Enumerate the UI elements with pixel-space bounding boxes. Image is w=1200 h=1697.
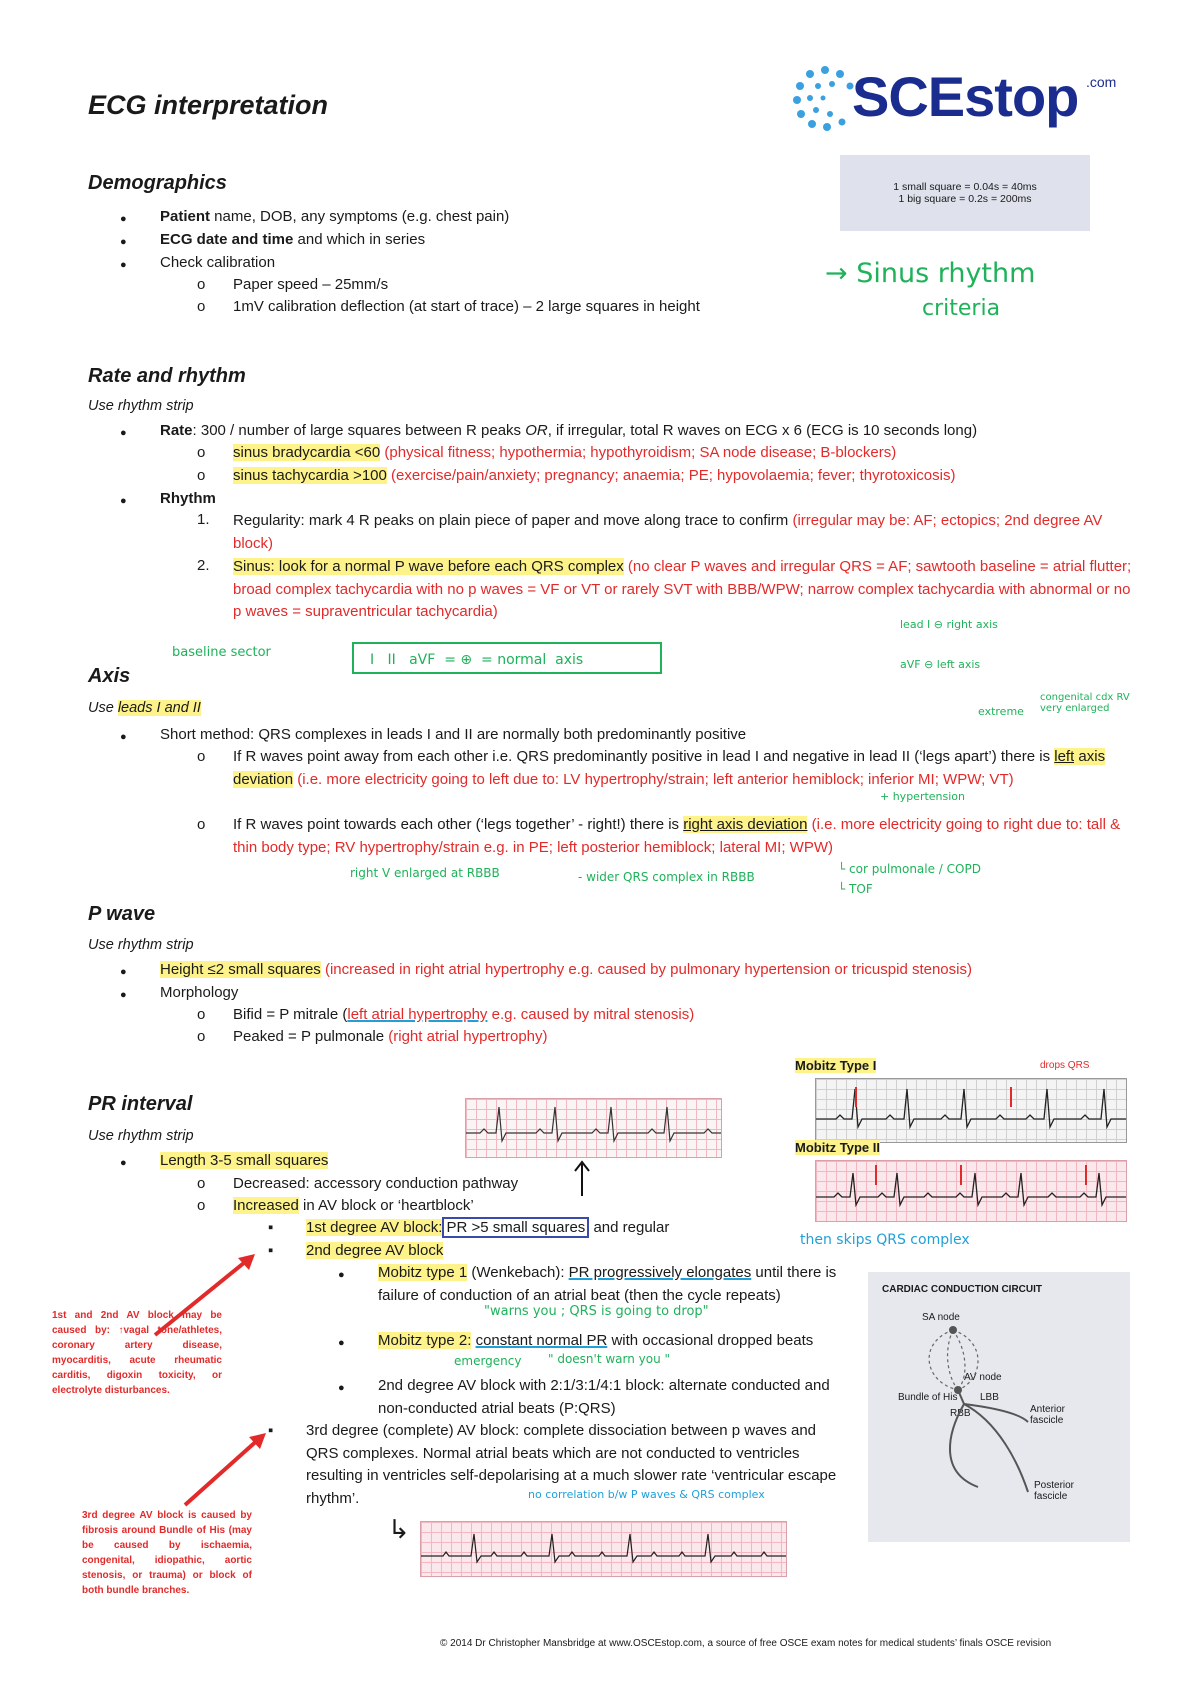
info-line-2: 1 big square = 0.2s = 200ms xyxy=(898,193,1032,205)
pr-ecg-strip xyxy=(465,1098,722,1158)
pr-increased: Increased in AV block or ‘heartblock’ xyxy=(197,1195,474,1217)
label-av-node: AV node xyxy=(964,1372,1002,1383)
p-pulmonale: Peaked = P pulmonale (right atrial hyper… xyxy=(197,1026,547,1048)
heading-rate-rhythm: Rate and rhythm xyxy=(88,365,246,387)
hw-hypertension: + hypertension xyxy=(880,790,966,803)
p-mitrale: Bifid = P mitrale (left atrial hypertrop… xyxy=(197,1004,694,1026)
axis-use: Use leads I and II xyxy=(88,700,201,716)
tachycardia-item: sinus tachycardia >100 (exercise/pain/an… xyxy=(197,465,955,487)
label-anterior-fascicle: Anterior fascicle xyxy=(1030,1404,1066,1426)
logo-dots-icon xyxy=(793,66,854,131)
note-av-block-causes: 1st and 2nd AV block may be caused by: ↑… xyxy=(52,1310,222,1396)
pr-decreased: Decreased: accessory conduction pathway xyxy=(197,1173,518,1195)
logo-text: SCEstop xyxy=(852,65,1079,128)
calibration-deflection: 1mV calibration deflection (at start of … xyxy=(197,296,700,318)
pwave-morphology: Morphology xyxy=(120,982,239,1006)
label-bundle-his: Bundle of His xyxy=(898,1392,958,1403)
hw-cor-pulmonale: └ cor pulmonale / COPD xyxy=(838,862,981,876)
hw-tof: └ TOF xyxy=(838,882,873,896)
heading-demographics: Demographics xyxy=(88,172,227,194)
hw-drops-qrs: drops QRS xyxy=(1040,1060,1090,1071)
right-axis-item: If R waves point towards each other (‘le… xyxy=(197,814,1128,859)
red-arrow-upper-icon xyxy=(153,1254,255,1337)
hw-baseline: baseline sector xyxy=(172,645,271,660)
hw-mobitz2: Mobitz Type II xyxy=(795,1140,880,1155)
rhythm-num-1: 1. xyxy=(197,511,210,528)
hw-then-skips: then skips QRS complex xyxy=(800,1232,970,1248)
demographics-bullet-1: Patient name, DOB, any symptoms (e.g. ch… xyxy=(120,206,509,230)
bradycardia-item: sinus bradycardia <60 (physical fitness;… xyxy=(197,442,896,464)
hw-congenital: congenital cdx RV very enlarged xyxy=(1040,692,1130,714)
label-posterior-fascicle: Posterior fascicle xyxy=(1034,1480,1075,1502)
square-scale-box: 1 small square = 0.04s = 40ms 1 big squa… xyxy=(840,155,1090,231)
conduction-title: CARDIAC CONDUCTION CIRCUIT xyxy=(882,1284,1042,1295)
pr-use: Use rhythm strip xyxy=(88,1128,194,1144)
mobitz1-item: Mobitz type 1 (Wenkebach): PR progressiv… xyxy=(338,1262,848,1307)
hw-normal-axis-box: I II aVF = ⊕ = normal axis xyxy=(352,642,662,674)
hw-no-correlation: no correlation b/w P waves & QRS complex xyxy=(528,1488,765,1501)
rhythm-bullet: Rhythm xyxy=(120,488,216,512)
calibration-paper-speed: Paper speed – 25mm/s xyxy=(197,274,388,296)
page-title: ECG interpretation xyxy=(88,90,329,120)
conduction-diagram: CARDIAC CONDUCTION CIRCUIT SA node AV no… xyxy=(868,1272,1130,1542)
hw-sinus-rhythm: → Sinus rhythm xyxy=(825,258,1036,289)
hw-mobitz1: Mobitz Type I xyxy=(795,1058,877,1073)
rate-bullet: Rate: 300 / number of large squares betw… xyxy=(120,420,977,444)
conduction-paths-icon xyxy=(928,1326,1029,1493)
regularity-item: Regularity: mark 4 R peaks on plain piec… xyxy=(233,512,1103,552)
hw-left-axis: aVF ⊖ left axis xyxy=(900,658,981,671)
axis-bullet: Short method: QRS complexes in leads I a… xyxy=(120,724,746,748)
hw-extreme: extreme xyxy=(978,705,1024,718)
red-arrow-lower-icon xyxy=(183,1433,266,1507)
label-sa-node: SA node xyxy=(922,1312,960,1323)
heading-axis: Axis xyxy=(88,665,131,687)
mobitz2-ecg-strip xyxy=(815,1160,1127,1222)
info-line-1: 1 small square = 0.04s = 40ms xyxy=(893,181,1037,193)
hw-criteria: criteria xyxy=(922,296,1001,321)
hw-warns-you: "warns you ; QRS is going to drop" xyxy=(484,1304,709,1319)
heading-p-wave: P wave xyxy=(88,903,156,925)
mobitz1-ecg-strip xyxy=(815,1078,1127,1143)
left-axis-item: If R waves point away from each other i.… xyxy=(197,746,1128,791)
demographics-bullet-3: Check calibration xyxy=(120,252,275,276)
pwave-height: Height ≤2 small squares (increased in ri… xyxy=(120,959,972,983)
footer-copyright: © 2014 Dr Christopher Mansbridge at www.… xyxy=(440,1638,1052,1649)
demographics-bullet-2: ECG date and time and which in series xyxy=(120,229,425,253)
heading-pr-interval: PR interval xyxy=(88,1093,193,1115)
hw-right-axis: lead I ⊖ right axis xyxy=(900,618,998,631)
hw-wider-qrs: - wider QRS complex in RBBB xyxy=(578,870,755,884)
hw-doesnt-warn: " doesn't warn you " xyxy=(548,1352,671,1366)
up-arrow-icon xyxy=(574,1160,590,1196)
mobitz-ratio-item: 2nd degree AV block with 2:1/3:1/4:1 blo… xyxy=(338,1375,848,1420)
second-degree-block: 2nd degree AV block xyxy=(268,1240,444,1262)
logo-suffix: .com xyxy=(1086,74,1117,90)
label-lbb: LBB xyxy=(980,1392,999,1403)
rhythm-num-2: 2. xyxy=(197,557,210,574)
hw-right-v: right V enlarged at RBBB xyxy=(350,866,500,880)
first-degree-block: 1st degree AV block:PR >5 small squares … xyxy=(268,1217,669,1239)
down-right-arrow-icon: ↳ xyxy=(388,1514,410,1544)
pwave-use: Use rhythm strip xyxy=(88,937,194,953)
note-third-degree-causes: 3rd degree AV block is caused by fibrosi… xyxy=(82,1510,252,1596)
sinus-item: Sinus: look for a normal P wave before e… xyxy=(233,558,1132,620)
pr-length: Length 3-5 small squares xyxy=(120,1150,329,1174)
label-rbb: RBB xyxy=(950,1408,971,1419)
logo: SCEstop .com xyxy=(790,62,1130,132)
third-degree-block: 3rd degree (complete) AV block: complete… xyxy=(268,1420,846,1510)
third-degree-ecg-strip xyxy=(420,1521,787,1577)
mobitz2-item: Mobitz type 2: constant normal PR with o… xyxy=(338,1330,848,1354)
rate-use: Use rhythm strip xyxy=(88,398,194,414)
hw-emergency: emergency xyxy=(454,1354,522,1368)
